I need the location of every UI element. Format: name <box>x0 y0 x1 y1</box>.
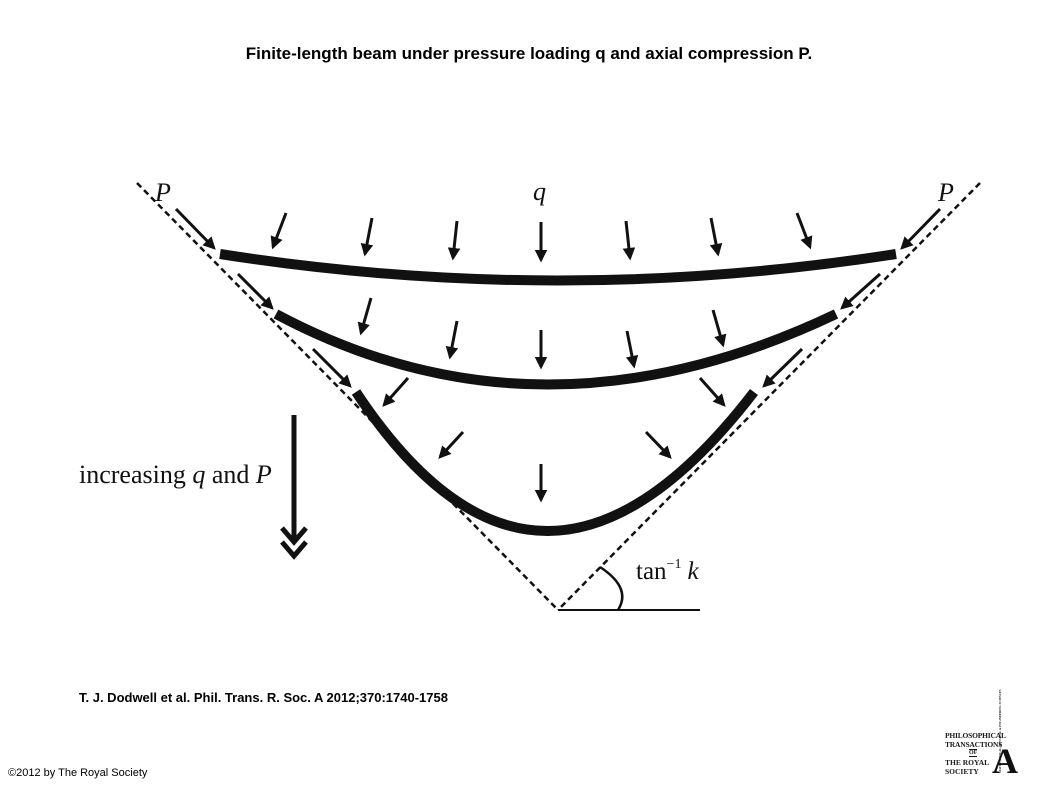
figure-title: Finite-length beam under pressure loadin… <box>245 44 813 63</box>
angle-arc <box>599 565 624 611</box>
increasing-label: increasing q and P <box>79 460 272 489</box>
axial-arrows <box>174 207 942 388</box>
p-arrow-mid-right <box>840 272 882 310</box>
q-arrow <box>270 212 288 250</box>
p-arrow-top-right <box>900 207 942 250</box>
logo-line-1: PHILOSOPHICAL <box>945 731 1006 740</box>
q-arrow <box>357 297 373 336</box>
logo-line-4: THE ROYAL <box>945 758 990 767</box>
pressure-arrows <box>270 212 813 503</box>
beam-top <box>219 249 897 286</box>
q-arrow <box>622 220 636 261</box>
q-arrow <box>625 330 639 369</box>
copyright: ©2012 by The Royal Society <box>8 767 148 779</box>
q-arrow <box>698 377 726 407</box>
p-arrow-bottom-right <box>762 347 804 388</box>
logo-line-2: TRANSACTIONS <box>945 740 1003 749</box>
right-wall-dashed <box>557 182 981 611</box>
logo-letter: A <box>992 741 1018 781</box>
increasing-arrow <box>280 415 308 560</box>
left-wall-dashed <box>136 182 559 611</box>
journal-logo: PHILOSOPHICAL TRANSACTIONS OF THE ROYAL … <box>945 689 1018 781</box>
q-arrow <box>709 217 723 257</box>
beam-middle <box>273 309 839 390</box>
beam-bottom <box>351 388 758 536</box>
p-arrow-top-left <box>174 207 216 250</box>
logo-line-5: SOCIETY <box>945 767 979 776</box>
p-label-left: P <box>154 178 171 207</box>
q-arrow <box>644 430 672 459</box>
citation: T. J. Dodwell et al. Phil. Trans. R. Soc… <box>79 690 448 705</box>
q-arrow <box>795 212 813 250</box>
logo-side-text: MATHEMATICAL, PHYSICAL & ENGINEERING SCI… <box>998 689 1002 773</box>
p-label-right: P <box>937 178 954 207</box>
p-arrow-bottom-left <box>311 347 352 388</box>
q-label: q <box>533 177 546 206</box>
p-arrow-mid-left <box>236 272 274 310</box>
q-arrow <box>382 377 410 407</box>
q-arrow <box>445 320 459 360</box>
q-arrow <box>711 309 727 348</box>
q-arrow <box>438 430 465 459</box>
logo-line-3: OF <box>969 749 978 757</box>
q-arrow <box>360 217 374 257</box>
q-arrow <box>447 220 461 261</box>
